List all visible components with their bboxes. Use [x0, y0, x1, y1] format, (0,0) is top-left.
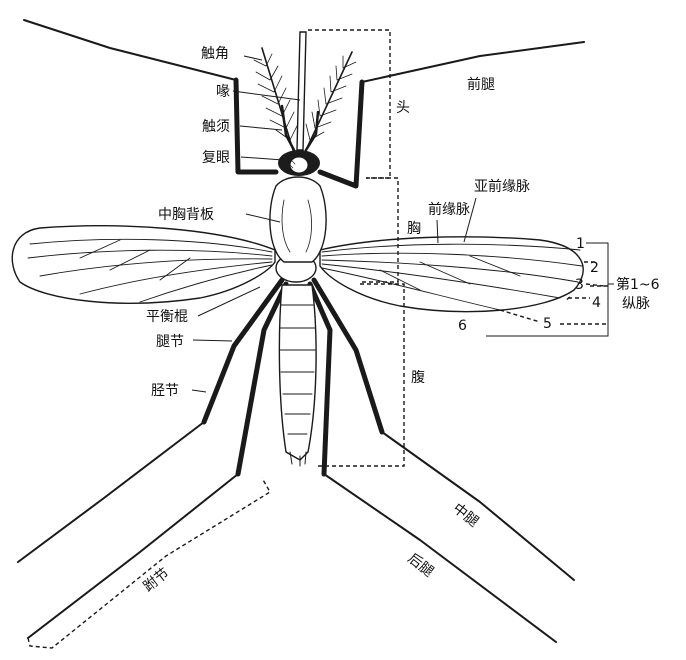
label-thorax: 胸 [407, 221, 421, 237]
thorax [269, 176, 327, 283]
label-veins-group-line2: 纵脉 [622, 296, 650, 312]
vein-number-1: 1 [576, 236, 585, 252]
label-head: 头 [396, 100, 410, 116]
proboscis [296, 31, 307, 151]
label-proboscis: 喙 [216, 84, 230, 100]
right-antenna [305, 51, 357, 151]
label-midleg: 中腿 [450, 501, 482, 531]
label-costa: 前缘脉 [428, 201, 470, 218]
label-tibia: 胫节 [151, 383, 179, 399]
label-halter: 平衡棍 [146, 309, 188, 325]
vein-number-2: 2 [590, 260, 599, 276]
left-midleg [17, 277, 285, 563]
right-foreleg [317, 41, 585, 189]
abdomen [278, 284, 317, 467]
right-wing [319, 236, 584, 313]
vein-number-5: 5 [543, 316, 552, 332]
label-tarsus: 跗节 [141, 565, 173, 595]
left-wing [11, 225, 276, 304]
leader-lines [191, 55, 477, 393]
label-femur: 腿节 [156, 334, 184, 350]
label-foreleg: 前腿 [467, 76, 495, 93]
right-midleg [311, 277, 575, 581]
label-antenna: 触角 [201, 46, 229, 62]
vein-number-4: 4 [592, 295, 601, 311]
left-foreleg [23, 19, 279, 175]
label-veins-group-line1: 第1~6 [616, 276, 660, 293]
vein-bracket [486, 242, 614, 337]
vein-number-3: 3 [575, 277, 584, 293]
left-antenna [253, 47, 299, 151]
right-hindleg [307, 281, 557, 643]
label-abdomen: 腹 [411, 369, 425, 386]
vein-number-6: 6 [458, 318, 467, 334]
body-region-brackets [27, 29, 405, 649]
label-compound-eye: 复眼 [202, 149, 230, 166]
head [278, 150, 320, 176]
left-hindleg [27, 281, 289, 639]
label-palp: 触须 [202, 119, 230, 135]
label-scutum: 中胸背板 [158, 207, 214, 223]
label-subcosta: 亚前缘脉 [474, 178, 530, 195]
label-hindleg: 后腿 [405, 551, 437, 581]
